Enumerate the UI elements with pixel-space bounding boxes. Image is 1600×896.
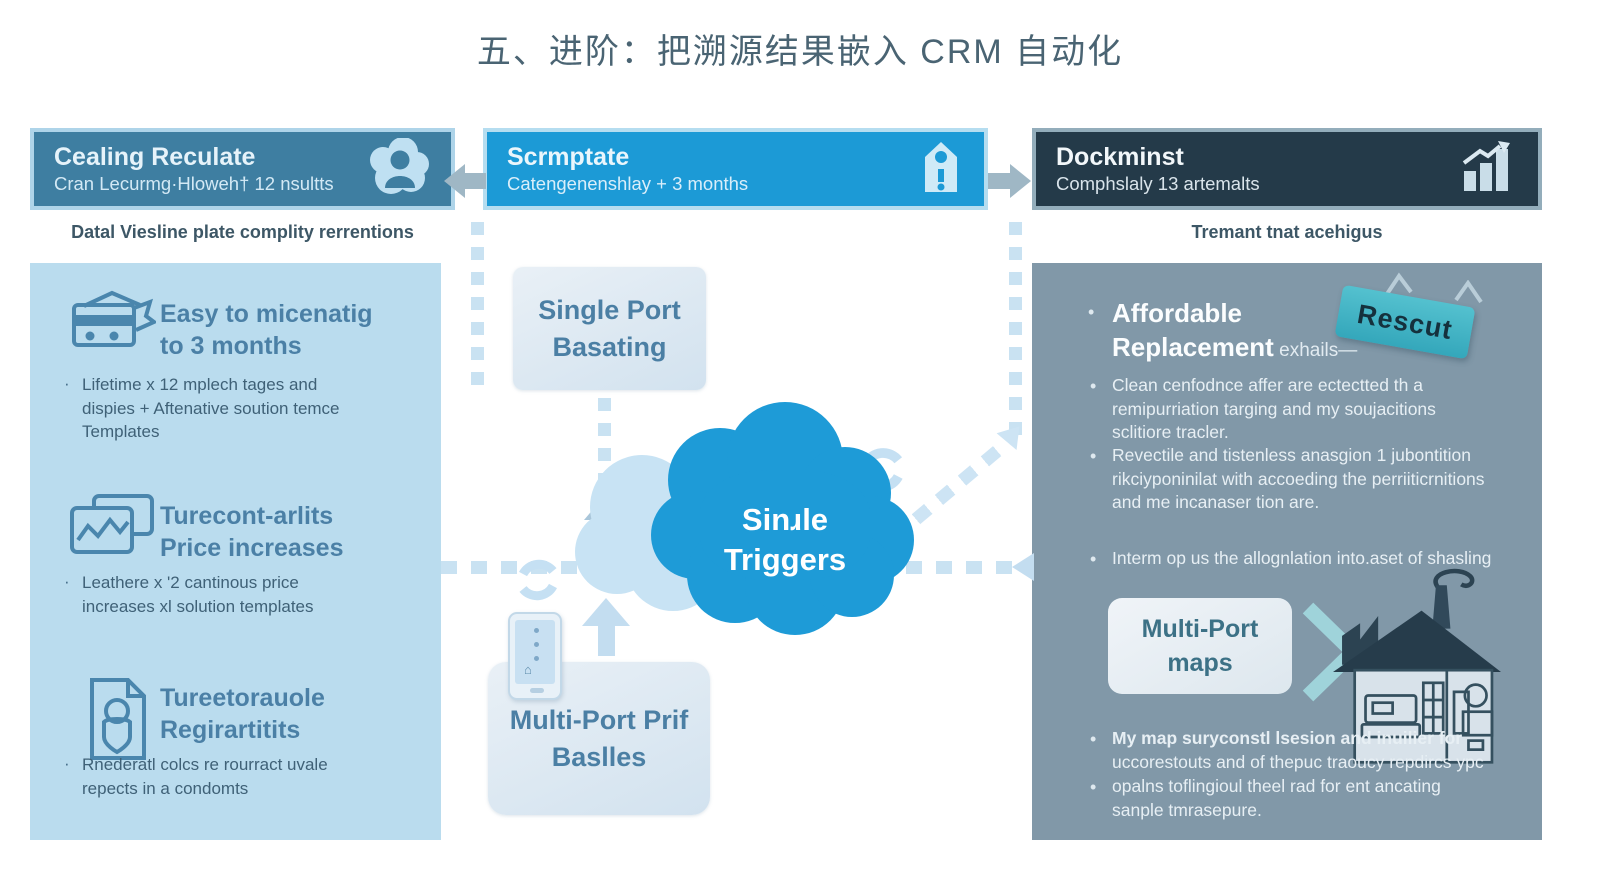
chart-window-icon bbox=[68, 492, 158, 563]
flow-arrow-left-icon bbox=[444, 164, 465, 198]
multi-port-maps-box: Multi-Port maps bbox=[1108, 598, 1292, 694]
dashed-connector-left bbox=[471, 222, 484, 390]
flow-arrow-right-tail bbox=[988, 173, 1010, 189]
left-section2-bullet-marker: · bbox=[64, 572, 70, 591]
caption-right: Tremant tnat acehigus bbox=[1191, 222, 1383, 242]
bullet-marker: • bbox=[1090, 549, 1097, 569]
left-section1-heading: Easy to micenatig to 3 months bbox=[160, 300, 373, 360]
left-section3-bullet-marker: · bbox=[64, 754, 70, 773]
card-icon bbox=[68, 288, 158, 357]
right-heading-line1: Affordable bbox=[1112, 298, 1242, 328]
phone-house-glyph: ⌂ bbox=[524, 662, 532, 677]
flow-arrow-right-icon bbox=[1010, 164, 1031, 198]
phone-home-button bbox=[530, 688, 544, 693]
header-middle-text: Scrmptate Catengenenshlay + 3 months bbox=[507, 142, 918, 196]
flow-arrow-left-tail bbox=[464, 173, 486, 189]
bar-chart-icon bbox=[1462, 140, 1518, 198]
left-section2-bullet: Leathere x '2 cantinous price increases … bbox=[82, 573, 314, 616]
cloud-shape bbox=[700, 470, 870, 580]
house-factory-icon bbox=[1322, 560, 1512, 770]
header-right-subtitle: Comphslaly 13 artemalts bbox=[1056, 173, 1260, 194]
header-middle-title: Scrmptate bbox=[507, 143, 630, 171]
header-box-middle: Scrmptate Catengenenshlay + 3 months bbox=[483, 128, 988, 210]
header-box-right: Dockminst Comphslaly 13 artemalts bbox=[1032, 128, 1542, 210]
header-box-left: Cealing Reculate Cran Lecurmg·Hloweh† 12… bbox=[30, 128, 455, 210]
phone-icon: ⌂ bbox=[508, 612, 562, 700]
person-icon bbox=[367, 136, 431, 201]
up-arrow-icon bbox=[582, 598, 630, 656]
single-port-box: Single Port Basating bbox=[513, 267, 706, 390]
right-bullet-4: My map suryconstl lsesion and inuilier f… bbox=[1112, 727, 1552, 774]
header-left-text: Cealing Reculate Cran Lecurmg·Hloweh† 12… bbox=[54, 142, 367, 196]
right-bullet-1: Clean cenfodnce affer are ectectted th a… bbox=[1112, 375, 1436, 442]
right-bullet-2: Revectile and tistenless anasgion 1 jubo… bbox=[1112, 445, 1485, 512]
right-bullet-3: Interm op us the allognlation into.aset … bbox=[1112, 548, 1492, 568]
bullet-marker: • bbox=[1090, 446, 1097, 466]
right-heading-line2: Replacement exhails— bbox=[1112, 332, 1357, 363]
dashed-connector-horizontal-right bbox=[906, 561, 1012, 574]
right-bullet-4-bold: My map suryconstl lsesion and inuilier f… bbox=[1112, 728, 1463, 748]
left-section2-heading: Turecont-arlits Price increases bbox=[160, 502, 344, 562]
tag-icon bbox=[918, 138, 964, 201]
chevron-right-icon bbox=[1300, 600, 1356, 709]
bullet-marker: • bbox=[1090, 777, 1097, 797]
header-left-subtitle: Cran Lecurmg·Hloweh† 12 nsultts bbox=[54, 173, 334, 194]
phone-dots bbox=[534, 628, 539, 670]
header-left-title: Cealing Reculate bbox=[54, 143, 256, 171]
document-lock-icon bbox=[84, 676, 150, 767]
bullet-marker: • bbox=[1090, 729, 1097, 749]
right-heading-line2-bold: Replacement bbox=[1112, 332, 1274, 362]
refresh-icon bbox=[514, 556, 562, 609]
header-right-text: Dockminst Comphslaly 13 artemalts bbox=[1056, 142, 1462, 196]
left-section3-bullet: Rnederatl colcs re rourract uvale repect… bbox=[82, 755, 328, 798]
bullet-marker: • bbox=[1088, 302, 1095, 322]
header-middle-subtitle: Catengenenshlay + 3 months bbox=[507, 173, 749, 194]
left-section1-bullet: Lifetime x 12 mplech tages and dispies +… bbox=[82, 375, 340, 441]
dashed-arrowhead-left-icon bbox=[1012, 553, 1034, 581]
header-right-title: Dockminst bbox=[1056, 143, 1184, 171]
right-bullet-4-rest: uccorestouts and of thepuc traoucy repdi… bbox=[1112, 751, 1484, 772]
right-heading-suffix: exhails— bbox=[1273, 340, 1358, 361]
right-bullet-5: opalns toflingioul theel rad for ent anc… bbox=[1112, 776, 1441, 820]
dashed-connector-right bbox=[1009, 222, 1022, 445]
caption-left: Datal Viesline plate complity rerrention… bbox=[71, 222, 414, 242]
bullet-marker: • bbox=[1090, 376, 1097, 396]
cloud-label: Sinɹle Triggers bbox=[723, 502, 847, 577]
hook-icon bbox=[1383, 272, 1417, 303]
hook-icon bbox=[1452, 279, 1486, 311]
page-title: 五、进阶：把溯源结果嵌入 CRM 自动化 bbox=[476, 33, 1124, 71]
left-section3-heading: Tureetorauole Regirartitits bbox=[160, 684, 325, 744]
left-section1-bullet-marker: · bbox=[64, 374, 70, 393]
